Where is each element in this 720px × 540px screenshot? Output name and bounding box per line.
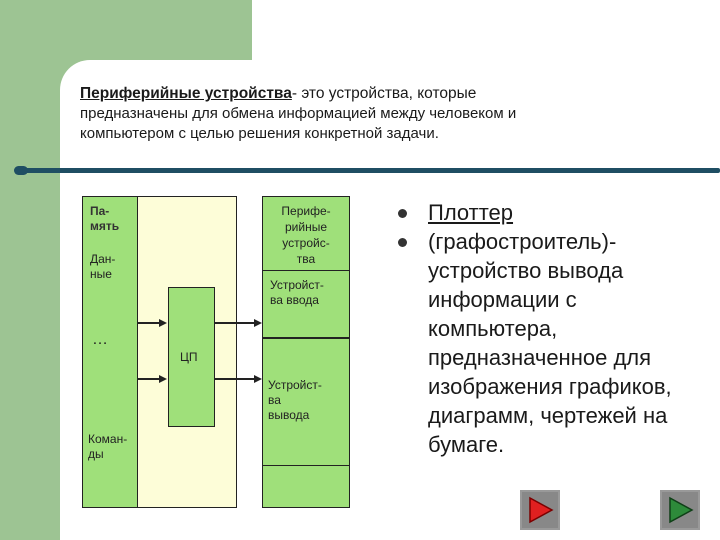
bullet-line: устройство вывода <box>428 258 624 283</box>
peripheral-label-line: рийные <box>284 220 327 234</box>
memory-label: Па- мять <box>90 204 119 234</box>
data-label-line: Дан- <box>90 252 116 266</box>
cpu-block <box>168 287 215 427</box>
bullet-line: диаграмм, чертежей на <box>428 403 668 428</box>
data-label: Дан- ные <box>90 252 115 282</box>
heading-line-1: Периферийные устройства- это устройства,… <box>80 84 680 104</box>
arrow-head <box>159 319 167 327</box>
background-green-strip <box>0 0 60 540</box>
input-device-label: Устройст- ва ввода <box>270 278 324 308</box>
arrow-line <box>138 378 160 380</box>
commands-label-line: ды <box>88 447 104 461</box>
divider-bar <box>22 168 720 173</box>
arrow-line <box>215 378 255 380</box>
bullet-line: изображения графиков, <box>428 374 672 399</box>
bullet-item-plotter: Плоттер <box>392 198 712 227</box>
memory-label-line: Па- <box>90 204 110 218</box>
bullet-dot-icon <box>398 209 407 218</box>
bullet-list: Плоттер (графостроитель)- устройство выв… <box>392 198 712 459</box>
arrow-line <box>138 322 160 324</box>
heading-rest: - это устройства, которые <box>291 85 477 102</box>
bullet-dot-icon <box>398 238 407 247</box>
bullet-item-definition: (графостроитель)- устройство вывода инфо… <box>392 227 712 459</box>
output-device-block <box>262 338 350 466</box>
commands-label-line: Коман- <box>88 432 128 446</box>
data-label-line: ные <box>90 267 112 281</box>
play-green-icon <box>669 496 694 524</box>
output-label-line: ва <box>268 393 281 407</box>
ellipsis-label: … <box>92 331 108 348</box>
divider-cap <box>14 166 28 175</box>
bullet-line: компьютера, <box>428 316 558 341</box>
arrow-head <box>254 319 262 327</box>
bullet-term: Плоттер <box>428 200 514 225</box>
arrow-line <box>215 322 255 324</box>
forward-button[interactable] <box>660 490 700 530</box>
heading-line-3: компьютером с целью решения конкретной з… <box>80 125 439 142</box>
arrow-head <box>159 375 167 383</box>
heading: Периферийные устройства- это устройства,… <box>80 84 680 144</box>
output-label-line: вывода <box>268 408 310 422</box>
memory-column <box>82 196 138 508</box>
arrow-head <box>254 375 262 383</box>
input-label-line: Устройст- <box>270 278 324 292</box>
input-label-line: ва ввода <box>270 293 319 307</box>
bullet-line: бумаге. <box>428 432 505 457</box>
bullet-line: предназначенное для <box>428 345 652 370</box>
output-label-line: Устройст- <box>268 378 322 392</box>
divider-rule <box>14 166 720 175</box>
memory-label-line: мять <box>90 219 120 233</box>
commands-label: Коман- ды <box>88 432 127 462</box>
peripheral-label-line: тва <box>296 252 316 266</box>
input-device-block <box>262 270 350 338</box>
play-red-icon <box>529 496 554 524</box>
peripheral-label: Перифе- рийные устройс- тва <box>262 203 350 267</box>
heading-line-2: предназначены для обмена информацией меж… <box>80 105 517 122</box>
peripheral-label-line: Перифе- <box>281 204 331 218</box>
cpu-label: ЦП <box>180 350 198 364</box>
output-device-label: Устройст- ва вывода <box>268 378 322 423</box>
bullet-line: информации с <box>428 287 577 312</box>
peripheral-label-line: устройс- <box>282 236 330 250</box>
back-button[interactable] <box>520 490 560 530</box>
bullet-line: (графостроитель)- <box>428 229 617 254</box>
heading-term: Периферийные устройства <box>80 85 292 102</box>
